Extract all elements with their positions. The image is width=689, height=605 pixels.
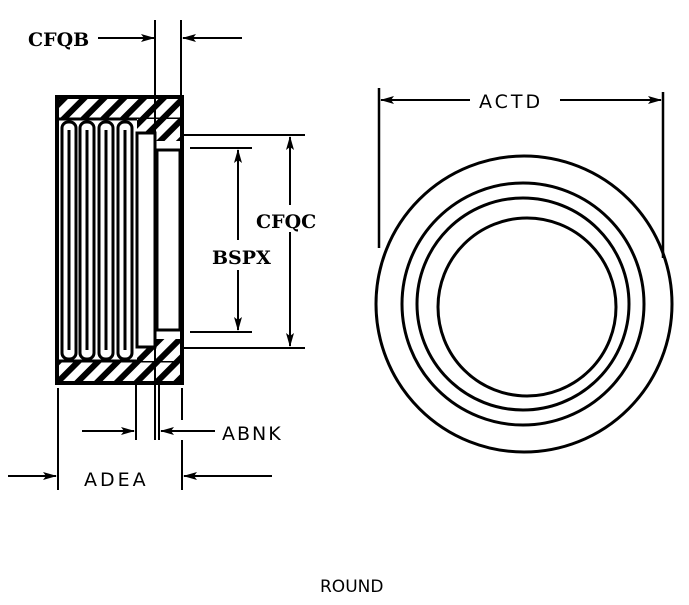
front-view: [374, 88, 674, 454]
label-actd: ACTD: [479, 91, 543, 113]
label-cfqb: CFQB: [28, 29, 89, 51]
bottom-hatched-band: [59, 362, 180, 381]
side-view: [8, 20, 305, 490]
ring-third: [415, 196, 631, 412]
top-hatched-band: [59, 99, 180, 118]
label-abnk: ABNK: [222, 423, 283, 445]
ring-second: [400, 181, 646, 427]
ring-outer: [374, 154, 674, 454]
label-adea: ADEA: [84, 469, 149, 491]
groove-fins: [60, 120, 134, 361]
diagram-caption: ROUND: [320, 577, 383, 597]
label-bspx: BSPX: [212, 247, 271, 269]
label-cfqc: CFQC: [256, 211, 316, 233]
ring-inner: [436, 216, 618, 398]
